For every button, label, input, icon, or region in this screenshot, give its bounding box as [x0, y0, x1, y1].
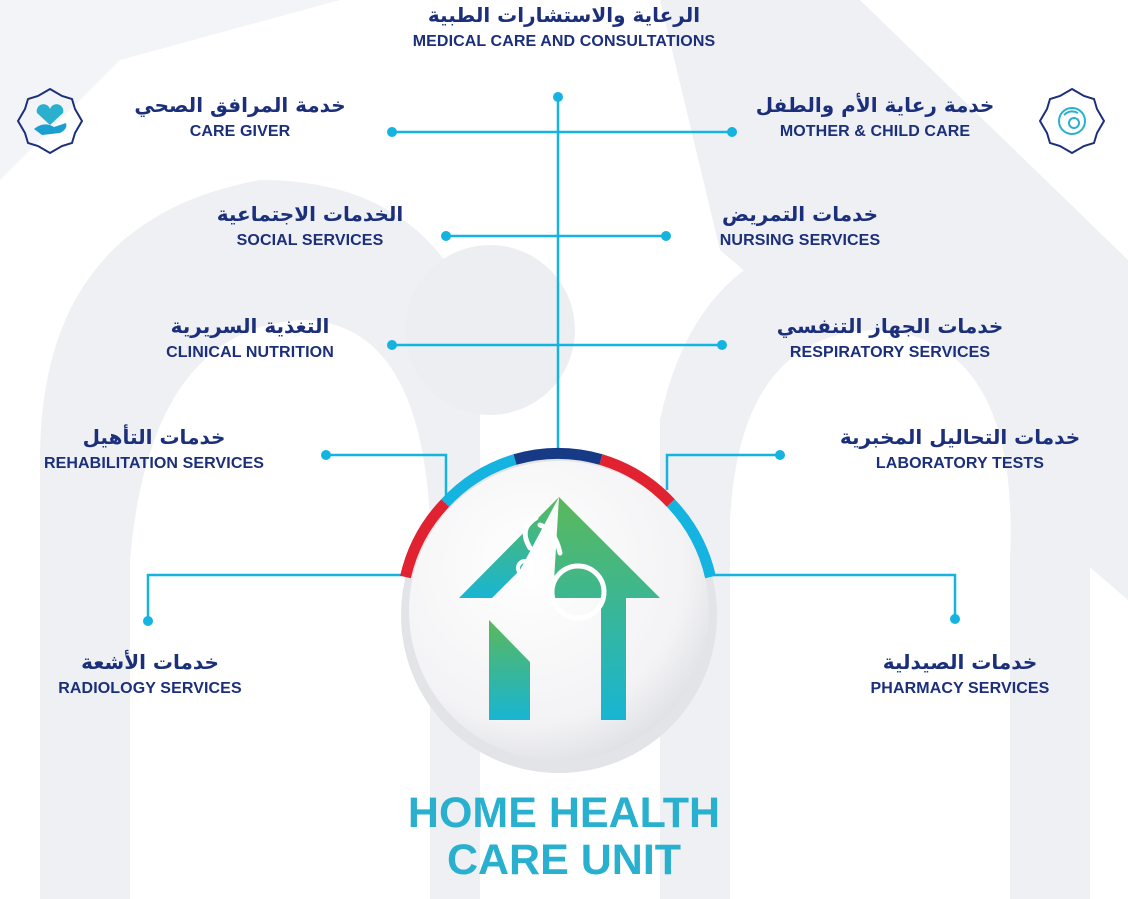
nursing-arabic: خدمات التمريض — [721, 202, 879, 226]
care-giver-badge — [16, 87, 84, 155]
watermark-circle — [405, 245, 575, 415]
branch-radiology — [146, 573, 405, 621]
laboratory-arabic: خدمات التحاليل المخبرية — [839, 425, 1081, 449]
header-english: MEDICAL CARE AND CONSULTATIONS — [412, 33, 716, 50]
watermark-inner-arch-right — [730, 330, 1011, 899]
pharmacy-arabic: خدمات الصيدلية — [882, 650, 1038, 674]
service-care-giver: خدمة المرافق الصحي CARE GIVER — [100, 94, 380, 141]
mother-child-english: MOTHER & CHILD CARE — [779, 123, 971, 140]
header-arabic: الرعاية والاستشارات الطبية — [427, 3, 701, 27]
service-nutrition: التغذية السريرية CLINICAL NUTRITION — [120, 315, 380, 362]
social-arabic: الخدمات الاجتماعية — [216, 202, 404, 226]
service-social: الخدمات الاجتماعية SOCIAL SERVICES — [190, 203, 430, 250]
arc-red-left — [400, 499, 450, 579]
radiology-english: RADIOLOGY SERVICES — [58, 680, 242, 697]
service-radiology: خدمات الأشعة RADIOLOGY SERVICES — [20, 651, 280, 698]
unit-title-line1: HOME HEALTH — [407, 789, 721, 837]
respiratory-english: RESPIRATORY SERVICES — [789, 344, 991, 361]
watermark-diagonal-left — [0, 0, 340, 180]
service-rehabilitation: خدمات التأهيل REHABILITATION SERVICES — [4, 426, 304, 473]
nursing-english: NURSING SERVICES — [719, 232, 881, 249]
rehabilitation-arabic: خدمات التأهيل — [82, 425, 226, 449]
mother-child-arabic: خدمة رعاية الأم والطفل — [755, 93, 995, 117]
branch-rehabilitation — [326, 453, 448, 505]
nutrition-english: CLINICAL NUTRITION — [166, 344, 334, 361]
unit-title: HOME HEALTH CARE UNIT — [364, 790, 764, 884]
arc-cyan-right — [666, 499, 716, 579]
service-pharmacy: خدمات الصيدلية PHARMACY SERVICES — [830, 651, 1090, 698]
connector-dots — [143, 92, 960, 626]
service-nursing: خدمات التمريض NURSING SERVICES — [680, 203, 920, 250]
connector-lines — [146, 97, 957, 621]
social-english: SOCIAL SERVICES — [236, 232, 384, 249]
watermark-inner-arch-left — [130, 320, 430, 899]
arc-navy-top — [513, 448, 603, 465]
laboratory-english: LABORATORY TESTS — [875, 455, 1045, 472]
care-giver-arabic: خدمة المرافق الصحي — [134, 93, 346, 117]
branch-laboratory — [665, 453, 780, 490]
header-medical-care: الرعاية والاستشارات الطبية MEDICAL CARE … — [370, 4, 758, 51]
mother-child-icon — [1058, 107, 1086, 135]
mother-child-badge — [1038, 87, 1106, 155]
hand-heart-icon — [36, 104, 64, 125]
radiology-arabic: خدمات الأشعة — [81, 650, 219, 674]
arc-red-right — [599, 454, 675, 507]
respiratory-arabic: خدمات الجهاز التنفسي — [776, 314, 1004, 338]
pharmacy-english: PHARMACY SERVICES — [870, 680, 1050, 697]
arc-cyan-left — [441, 454, 517, 507]
unit-title-line2: CARE UNIT — [446, 836, 682, 884]
care-giver-english: CARE GIVER — [189, 123, 291, 140]
center-arc — [400, 448, 716, 579]
house-stethoscope-logo — [459, 497, 660, 720]
service-respiratory: خدمات الجهاز التنفسي RESPIRATORY SERVICE… — [740, 315, 1040, 362]
branch-pharmacy — [712, 573, 957, 619]
nutrition-arabic: التغذية السريرية — [170, 314, 330, 338]
service-mother-child: خدمة رعاية الأم والطفل MOTHER & CHILD CA… — [730, 94, 1020, 141]
service-laboratory: خدمات التحاليل المخبرية LABORATORY TESTS — [800, 426, 1120, 473]
rehabilitation-english: REHABILITATION SERVICES — [43, 455, 265, 472]
